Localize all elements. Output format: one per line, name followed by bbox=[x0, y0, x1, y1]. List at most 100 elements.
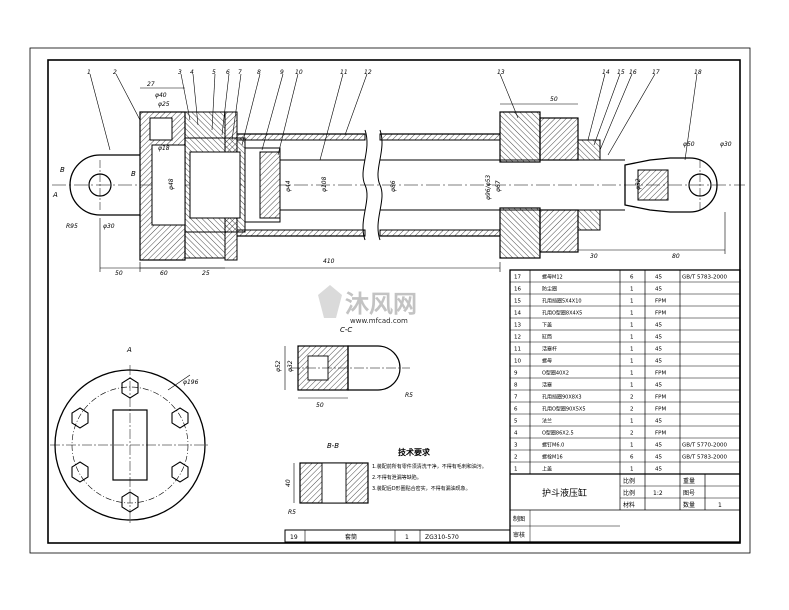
parts-row-name: 螺母M12 bbox=[542, 274, 563, 281]
dim-d25: φ25 bbox=[158, 101, 170, 108]
watermark-brand: 沐风网 bbox=[345, 290, 417, 318]
section-bb-label: B-B bbox=[327, 442, 339, 450]
dim-d67: φ67 bbox=[495, 180, 502, 192]
parts-row-name: 螺钉M6.0 bbox=[542, 442, 564, 449]
parts-list-table bbox=[509, 269, 741, 543]
dim-d108: φ108 bbox=[321, 176, 328, 192]
parts-row-no: 14 bbox=[514, 311, 521, 317]
section-b-mark-right: B bbox=[131, 170, 136, 178]
bb-dim-r5: R5 bbox=[288, 509, 296, 516]
parts-row-no: 11 bbox=[514, 347, 521, 353]
parts-row-material: 45 bbox=[655, 287, 662, 293]
parts-row-no: 6 bbox=[514, 407, 518, 413]
parts-row-qty: 1 bbox=[630, 443, 634, 449]
dim-80: 80 bbox=[672, 253, 680, 260]
dim-d44: φ44 bbox=[285, 180, 292, 192]
parts-row-std: GB/T 5770-2000 bbox=[682, 443, 727, 449]
parts-row-qty: 1 bbox=[630, 335, 634, 341]
parts-row-qty: 1 bbox=[630, 359, 634, 365]
dim-d86: φ86 bbox=[390, 180, 397, 192]
dim-d40: φ40 bbox=[155, 92, 167, 99]
title-block-material-label: 材料 bbox=[623, 501, 635, 509]
dim-60: 60 bbox=[160, 270, 168, 277]
balloon-2: 2 bbox=[113, 69, 117, 76]
parts-row-material: 45 bbox=[655, 467, 662, 473]
balloon-3: 3 bbox=[178, 69, 182, 76]
dim-d30-left: φ30 bbox=[103, 223, 115, 230]
bottom-row-no: 19 bbox=[290, 534, 298, 541]
parts-row-no: 10 bbox=[514, 359, 521, 365]
balloon-14: 14 bbox=[602, 69, 610, 76]
balloon-4: 4 bbox=[190, 69, 194, 76]
bb-dim-40: 40 bbox=[285, 479, 292, 487]
dim-d96-53: φ96/φ53 bbox=[485, 175, 492, 200]
title-block-drawing-name: 护斗液压缸 bbox=[542, 487, 587, 499]
parts-row-no: 9 bbox=[514, 371, 518, 377]
parts-row-material: 45 bbox=[655, 275, 662, 281]
balloon-5: 5 bbox=[212, 69, 216, 76]
parts-row-name: 孔用挡圈5X4X10 bbox=[542, 298, 582, 305]
parts-row-qty: 1 bbox=[630, 467, 634, 473]
parts-row-material: 45 bbox=[655, 359, 662, 365]
tech-req-line-2: 2.不得有泄漏等缺陷。 bbox=[372, 474, 422, 481]
balloon-7: 7 bbox=[238, 69, 242, 76]
parts-row-qty: 1 bbox=[630, 299, 634, 305]
parts-row-material: 45 bbox=[655, 419, 662, 425]
parts-row-std: GB/T 5783-2000 bbox=[682, 455, 727, 461]
parts-row-material: FPM bbox=[655, 299, 666, 305]
cc-dim-50: 50 bbox=[316, 402, 324, 409]
balloon-9: 9 bbox=[280, 69, 284, 76]
parts-row-no: 5 bbox=[514, 419, 518, 425]
dim-410: 410 bbox=[323, 258, 335, 265]
parts-row-no: 17 bbox=[514, 275, 521, 281]
parts-row-material: 45 bbox=[655, 455, 662, 461]
cylinder-assembly bbox=[52, 111, 745, 261]
title-block-scale-label: 比例 bbox=[623, 489, 635, 497]
balloon-17: 17 bbox=[652, 69, 660, 76]
bottom-part-row bbox=[284, 529, 511, 543]
parts-row-material: FPM bbox=[655, 395, 666, 401]
dim-d32: φ32 bbox=[635, 178, 642, 190]
dim-50-left: 50 bbox=[115, 270, 123, 277]
parts-row-no: 3 bbox=[514, 443, 518, 449]
parts-row-qty: 6 bbox=[630, 275, 634, 281]
dim-r95: R95 bbox=[66, 223, 78, 230]
dim-27: 27 bbox=[147, 81, 155, 88]
parts-row-material: 45 bbox=[655, 335, 662, 341]
parts-row-std: GB/T 5783-2000 bbox=[682, 275, 727, 281]
title-block-scale-value: 1:2 bbox=[653, 490, 663, 497]
parts-row-material: 45 bbox=[655, 443, 662, 449]
title-block-sheet-label: 图号 bbox=[683, 490, 695, 497]
parts-row-material: FPM bbox=[655, 311, 666, 317]
parts-row-no: 2 bbox=[514, 455, 518, 461]
balloon-12: 12 bbox=[364, 69, 372, 76]
parts-row-material: 45 bbox=[655, 347, 662, 353]
bottom-row-material: ZG310-570 bbox=[425, 534, 459, 541]
watermark-logo-icon bbox=[318, 285, 342, 318]
parts-row-qty: 2 bbox=[630, 395, 634, 401]
parts-row-name: 缸筒 bbox=[542, 334, 552, 341]
title-block-weight-label: 重量 bbox=[683, 477, 695, 485]
title-block: 护斗液压缸 比例 重量 比例 1:2 图号 材料 数量 1 制图 审核 bbox=[513, 477, 722, 539]
parts-row-name: 下盖 bbox=[542, 322, 552, 329]
section-cc-label: C-C bbox=[340, 326, 352, 334]
title-block-qty-value: 1 bbox=[718, 502, 722, 509]
title-block-qty-label: 数量 bbox=[683, 501, 695, 509]
parts-row-name: 法兰 bbox=[542, 418, 552, 425]
parts-row-name: 活塞 bbox=[542, 382, 552, 389]
balloon-leaders bbox=[89, 73, 698, 161]
dim-50-top: 50 bbox=[550, 96, 558, 103]
parts-row-no: 8 bbox=[514, 383, 518, 389]
parts-row-name: 螺栓M16 bbox=[542, 454, 563, 461]
parts-row-qty: 1 bbox=[630, 419, 634, 425]
dim-d18: φ18 bbox=[158, 145, 170, 152]
parts-row-qty: 6 bbox=[630, 455, 634, 461]
dim-d50-right: φ50 bbox=[683, 141, 695, 148]
section-c-c bbox=[284, 345, 410, 399]
parts-row-name: 上盖 bbox=[542, 466, 552, 473]
balloon-6: 6 bbox=[226, 69, 230, 76]
cc-dim-d32: φ32 bbox=[287, 360, 294, 372]
parts-row-name: O型圈86X2.5 bbox=[542, 430, 574, 437]
parts-row-qty: 1 bbox=[630, 347, 634, 353]
